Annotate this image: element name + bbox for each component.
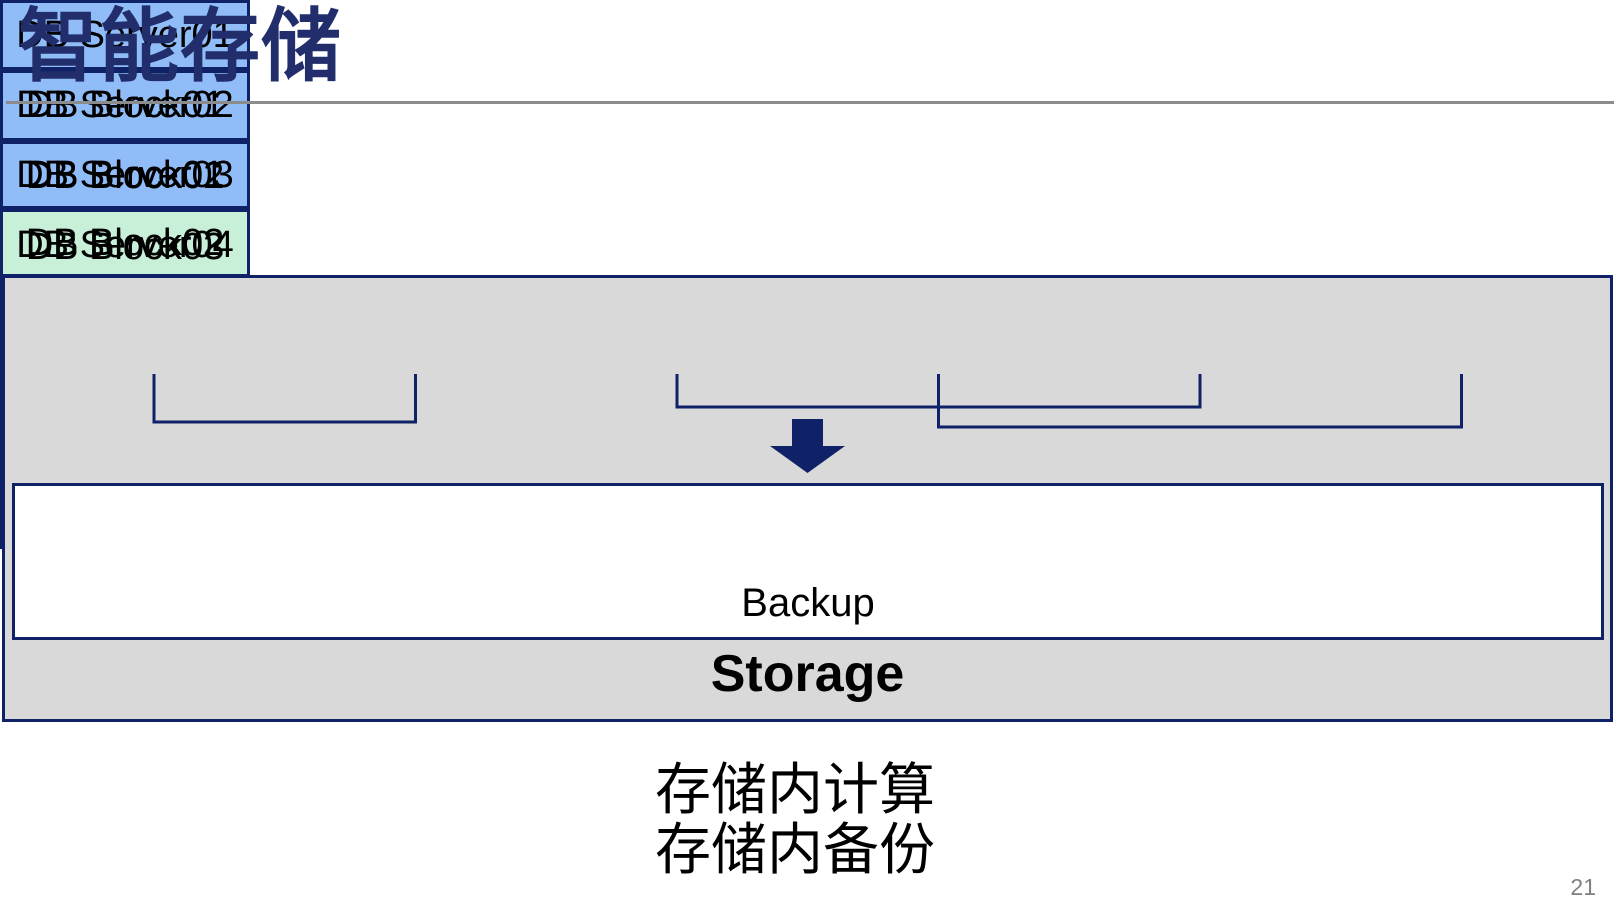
backup-box — [12, 483, 1604, 640]
storage-label: Storage — [710, 645, 905, 703]
slide-title: 智能存储 — [18, 2, 342, 91]
block-bottom-db-block01: DB Block01 — [0, 141, 250, 209]
page-number: 21 — [1570, 874, 1596, 900]
server-box-db-server01: DB Server01 — [0, 0, 250, 70]
backup-label: Backup — [741, 581, 875, 625]
caption-line-2: 存储内备份 — [655, 818, 935, 881]
caption-line-1: 存储内计算 — [655, 758, 935, 821]
title-divider — [6, 101, 1614, 104]
caption-text: 存储内计算 存储内备份 — [0, 760, 1590, 880]
block-top-db-block01: DB Block01 — [0, 70, 250, 141]
